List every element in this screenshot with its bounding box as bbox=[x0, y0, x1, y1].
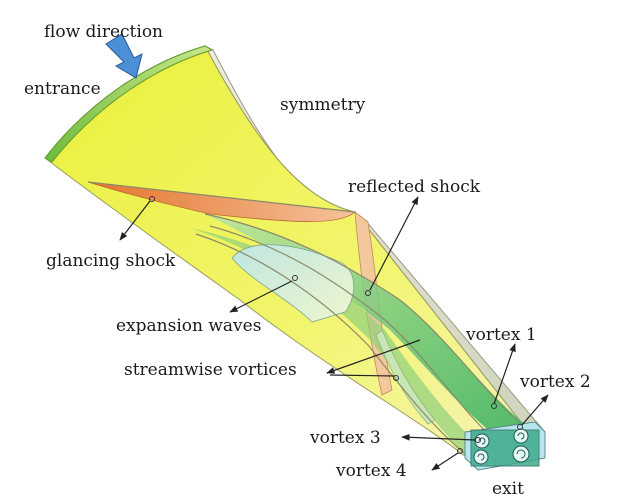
label-vortex-1: vortex 1 bbox=[465, 325, 537, 345]
label-glancing-shock: glancing shock bbox=[46, 251, 176, 271]
label-streamwise-vortices: streamwise vortices bbox=[124, 360, 297, 380]
vortex-band-lower bbox=[190, 228, 486, 460]
vortex-band-upper bbox=[205, 214, 535, 448]
streamwise-vortex-sliver bbox=[375, 329, 436, 425]
label-entrance: entrance bbox=[24, 79, 101, 99]
glancing-shock-sheet bbox=[87, 181, 356, 223]
label-exit: exit bbox=[492, 479, 524, 499]
label-reflected-shock: reflected shock bbox=[348, 177, 481, 197]
label-vortex-3: vortex 3 bbox=[309, 428, 381, 448]
flow-direction-arrow-icon bbox=[105, 33, 143, 79]
label-symmetry: symmetry bbox=[280, 95, 366, 115]
label-flow-direction: flow direction bbox=[44, 22, 163, 42]
label-vortex-2: vortex 2 bbox=[519, 372, 591, 392]
entrance-edge bbox=[44, 45, 214, 163]
label-expansion-waves: expansion waves bbox=[116, 316, 261, 336]
leader-lines bbox=[119, 196, 549, 471]
label-vortex-4: vortex 4 bbox=[335, 461, 407, 481]
